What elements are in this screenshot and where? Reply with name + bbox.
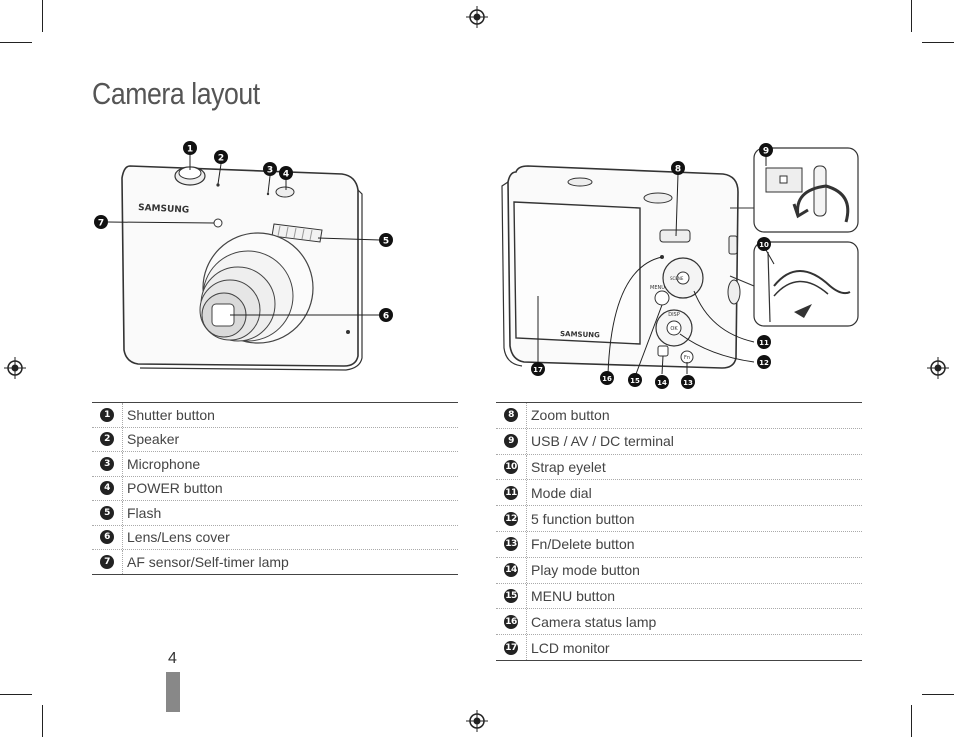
ok-button-label: OK (670, 326, 678, 332)
legend-row: 9 USB / AV / DC terminal (496, 428, 862, 455)
legend-label: USB / AV / DC terminal (526, 428, 862, 454)
number-badge: 8 (504, 408, 518, 423)
legend-row: 2 Speaker (92, 427, 458, 452)
legend-row: 11 Mode dial (496, 480, 862, 507)
legend-front: 1 Shutter button 2 Speaker 3 Microphone 4 PO… (92, 402, 458, 575)
legend-label: Shutter button (122, 403, 458, 427)
fn-button-label: Fn (684, 355, 690, 361)
legend-label: Zoom button (526, 403, 862, 428)
legend-row: 15 MENU button (496, 583, 862, 610)
legend-row: 6 Lens/Lens cover (92, 525, 458, 550)
legend-row: 4 POWER button (92, 476, 458, 501)
callout-front: 2 (218, 154, 224, 164)
legend-row: 7 AF sensor/Self-timer lamp (92, 550, 458, 574)
legend-row: 3 Microphone (92, 452, 458, 477)
legend-row: 1 Shutter button (92, 403, 458, 428)
callout-front: 4 (283, 170, 289, 180)
legend-label: POWER button (122, 476, 458, 500)
legend-label: Play mode button (526, 557, 862, 583)
legend-row: 16 Camera status lamp (496, 609, 862, 636)
legend-label: Flash (122, 501, 458, 525)
registration-mark-icon (466, 710, 488, 732)
callout-back: 15 (630, 377, 640, 385)
number-badge: 15 (504, 588, 518, 603)
legend-back: 8 Zoom button 9 USB / AV / DC terminal 10 S… (496, 402, 862, 661)
crop-mark (922, 694, 954, 695)
legend-row: 17 LCD monitor (496, 635, 862, 660)
callout-back: 10 (759, 241, 769, 249)
crop-mark (911, 705, 912, 737)
legend-label: Lens/Lens cover (122, 525, 458, 549)
page-tab-marker (166, 672, 180, 712)
number-badge: 3 (100, 456, 114, 471)
legend-label: Strap eyelet (526, 454, 862, 480)
camera-back-illustration: SAMSUNG SCENE MENU OK DISP Fn 8 9 10 11 … (501, 143, 859, 389)
crop-mark (42, 705, 43, 737)
number-badge: 14 (504, 563, 518, 578)
callout-back: 9 (763, 147, 769, 157)
legend-row: 5 Flash (92, 501, 458, 526)
callout-back: 8 (675, 165, 681, 175)
callout-back: 11 (759, 339, 769, 347)
legend-label: MENU button (526, 583, 862, 609)
number-badge: 10 (504, 459, 518, 474)
callout-back: 12 (759, 359, 769, 367)
callout-back: 17 (533, 366, 543, 374)
legend-label: AF sensor/Self-timer lamp (122, 550, 458, 574)
camera-front-illustration: SAMSUNG 1 2 3 4 5 6 7 (94, 141, 393, 371)
crop-mark (42, 0, 43, 32)
legend-row: 14 Play mode button (496, 557, 862, 584)
legend-label: Fn/Delete button (526, 531, 862, 557)
number-badge: 7 (100, 554, 114, 569)
number-badge: 12 (504, 511, 518, 526)
legend-label: Mode dial (526, 480, 862, 506)
legend-label: Speaker (122, 427, 458, 451)
number-badge: 4 (100, 481, 114, 496)
callout-front: 7 (98, 219, 104, 229)
callout-front: 6 (383, 312, 389, 322)
disp-button-label: DISP (668, 312, 680, 318)
number-badge: 1 (100, 407, 114, 422)
menu-button-label: MENU (650, 285, 665, 291)
legend-label: Camera status lamp (526, 609, 862, 635)
legend-row: 10 Strap eyelet (496, 454, 862, 481)
number-badge: 11 (504, 485, 518, 500)
registration-mark-icon (927, 357, 949, 379)
number-badge: 5 (100, 505, 114, 520)
legend-row: 8 Zoom button (496, 403, 862, 429)
legend-label: Microphone (122, 452, 458, 476)
legend-row: 12 5 function button (496, 506, 862, 532)
camera-brand-logo: SAMSUNG (138, 203, 190, 216)
number-badge: 13 (504, 537, 518, 552)
crop-mark (0, 42, 32, 43)
page-number: 4 (168, 650, 177, 667)
page-title: Camera layout (92, 76, 260, 111)
number-badge: 9 (504, 434, 518, 449)
mode-dial-scene-label: SCENE (670, 276, 684, 281)
number-badge: 16 (504, 614, 518, 629)
registration-mark-icon (4, 357, 26, 379)
legend-row: 13 Fn/Delete button (496, 531, 862, 558)
registration-mark-icon (466, 6, 488, 28)
crop-mark (922, 42, 954, 43)
number-badge: 6 (100, 530, 114, 545)
callout-front: 1 (187, 145, 193, 155)
legend-label: LCD monitor (526, 635, 862, 660)
crop-mark (0, 694, 32, 695)
callout-front: 3 (267, 166, 273, 176)
number-badge: 17 (504, 640, 518, 655)
camera-brand-logo: SAMSUNG (560, 330, 600, 339)
callout-back: 16 (602, 375, 612, 383)
crop-mark (911, 0, 912, 32)
callout-back: 14 (657, 379, 667, 387)
callout-front: 5 (383, 237, 389, 247)
callout-back: 13 (683, 379, 693, 387)
number-badge: 2 (100, 432, 114, 447)
legend-label: 5 function button (526, 506, 862, 531)
